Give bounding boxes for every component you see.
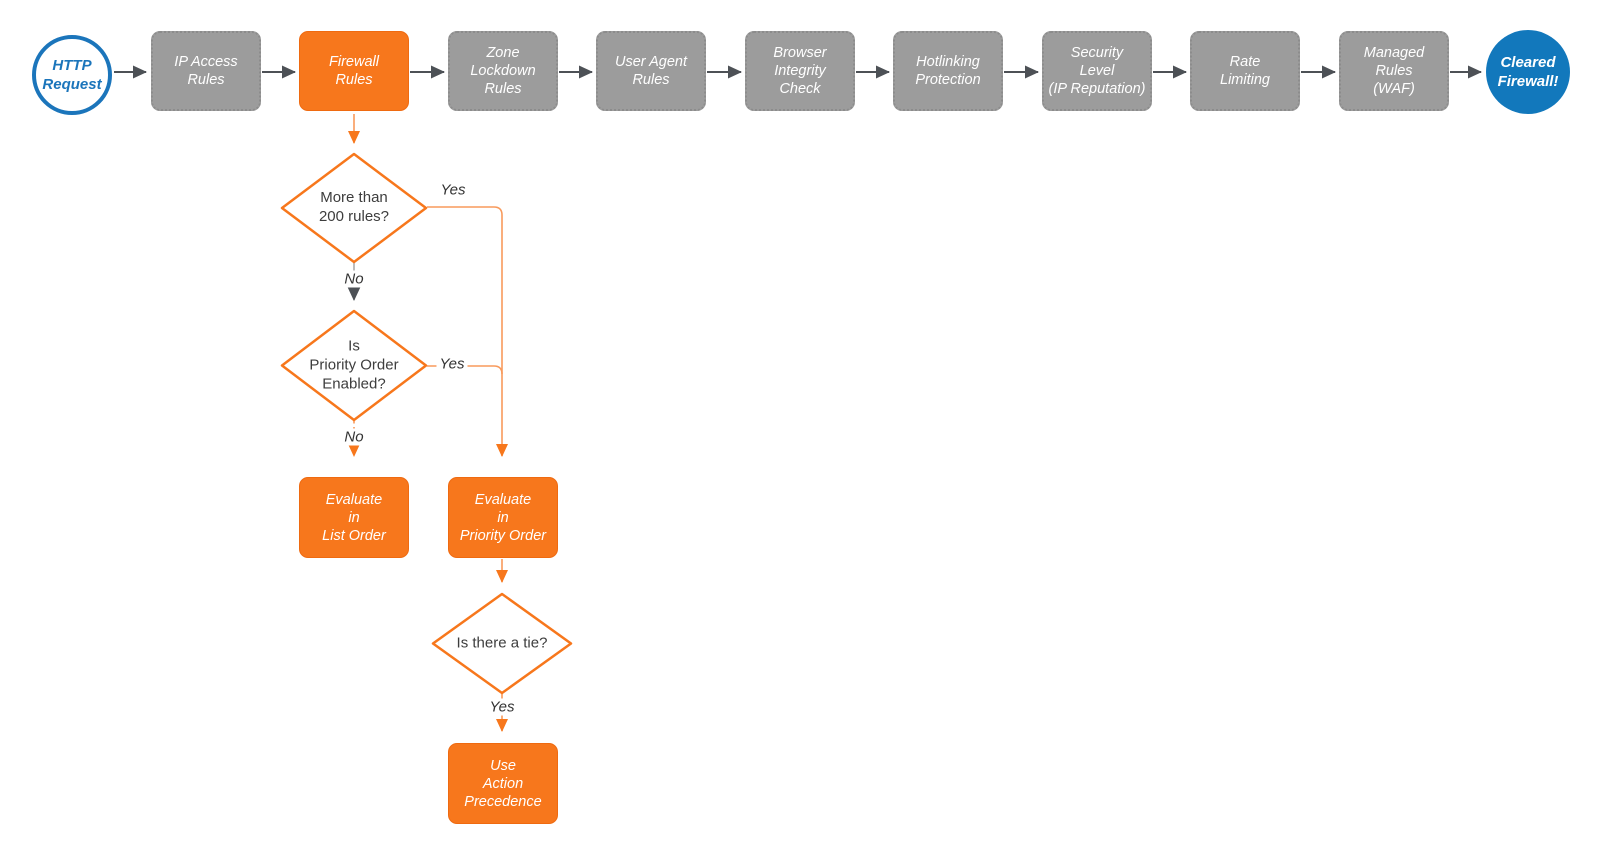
stage-hotlinking-protection: Hotlinking Protection xyxy=(893,31,1003,111)
start-node-label: HTTP Request xyxy=(42,57,102,93)
decision2-diamond xyxy=(280,309,428,422)
action-use-action-precedence: Use Action Precedence xyxy=(448,743,558,824)
decision1-diamond xyxy=(280,152,428,264)
action-evaluate-list-order: Evaluate in List Order xyxy=(299,477,409,558)
stage-firewall-rules: Firewall Rules xyxy=(299,31,409,111)
action-evaluate-priority-order: Evaluate in Priority Order xyxy=(448,477,558,558)
stage-label: Security Level (IP Reputation) xyxy=(1048,45,1146,97)
edge-label-decision1-no: No xyxy=(341,270,367,288)
decision3-diamond xyxy=(431,592,573,695)
stage-managed-rules-waf: Managed Rules (WAF) xyxy=(1339,31,1449,111)
stage-ip-access-rules: IP Access Rules xyxy=(151,31,261,111)
stage-label: Zone Lockdown Rules xyxy=(470,45,536,97)
decision2-label: Is Priority Order Enabled? xyxy=(309,337,399,393)
decision3-label: Is there a tie? xyxy=(456,634,548,652)
stage-browser-integrity-check: Browser Integrity Check xyxy=(745,31,855,111)
start-node-http-request: HTTP Request xyxy=(32,35,112,115)
edge-decision1-yes xyxy=(427,206,508,457)
edge-label-decision2-no: No xyxy=(341,428,367,446)
stage-label: Rate Limiting xyxy=(1220,54,1270,88)
stage-label: Browser Integrity Check xyxy=(773,45,827,97)
action-label: Use Action Precedence xyxy=(464,757,542,810)
edge-label-decision1-yes: Yes xyxy=(437,181,469,199)
stage-label: Hotlinking Protection xyxy=(915,54,981,88)
stage-zone-lockdown-rules: Zone Lockdown Rules xyxy=(448,31,558,111)
stage-user-agent-rules: User Agent Rules xyxy=(596,31,706,111)
stage-label: Firewall Rules xyxy=(329,54,379,88)
stage-label: Managed Rules (WAF) xyxy=(1363,45,1425,97)
decision1-label: More than 200 rules? xyxy=(318,189,390,225)
edge-decision2-yes xyxy=(427,365,503,375)
stage-rate-limiting: Rate Limiting xyxy=(1190,31,1300,111)
stage-label: IP Access Rules xyxy=(174,54,238,88)
end-node-label: Cleared Firewall! xyxy=(1497,54,1559,90)
stage-label: User Agent Rules xyxy=(615,54,687,88)
edge-label-decision2-yes: Yes xyxy=(436,355,468,373)
edge-label-decision3-yes: Yes xyxy=(486,698,518,716)
action-label: Evaluate in Priority Order xyxy=(459,491,547,544)
end-node-cleared-firewall: Cleared Firewall! xyxy=(1486,30,1570,114)
action-label: Evaluate in List Order xyxy=(322,491,386,544)
stage-security-level: Security Level (IP Reputation) xyxy=(1042,31,1152,111)
